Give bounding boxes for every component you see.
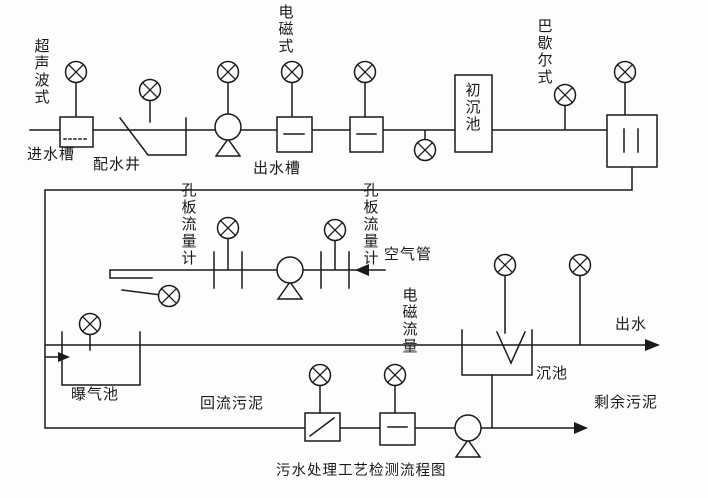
instrument-icon [383, 363, 407, 387]
instrument-icon [308, 363, 332, 387]
label-orifice-flowmeter-right: 孔板流量计 [361, 182, 380, 267]
label-excess-sludge: 剩余污泥 [594, 393, 659, 411]
orifice-plates [213, 251, 350, 289]
em-flowmeter-box [379, 412, 416, 446]
instrument-icon [216, 216, 240, 240]
arrow-effluent [645, 339, 660, 351]
instrument-icon [216, 60, 240, 84]
instrument-icon [493, 253, 517, 277]
aeration-tank-shape [61, 331, 141, 386]
instrument-icon [78, 312, 102, 336]
label-outlet-channel: 出水槽 [253, 159, 302, 177]
arrow-excess-sludge [574, 422, 588, 434]
instrument-icon [157, 284, 181, 308]
pump-icon [214, 113, 242, 157]
inlet-channel-box [59, 116, 94, 148]
label-electromagnetic-flowmeter: 电磁流量 [400, 287, 419, 355]
diagram-caption: 污水处理工艺检测流程图 [276, 463, 447, 479]
label-aeration-tank: 曝气池 [71, 385, 120, 403]
label-effluent: 出水 [615, 315, 648, 333]
instrument-icon [353, 60, 377, 84]
label-electromagnetic-type: 电磁式 [276, 4, 295, 55]
label-return-sludge: 回流污泥 [200, 394, 265, 412]
label-air-pipe: 空气管 [384, 245, 433, 263]
distribution-well-shape [118, 116, 187, 156]
sedimentation-hopper [496, 331, 526, 365]
instrument-icon [138, 78, 162, 102]
instrument-icon [568, 253, 592, 277]
pipe-lines [29, 82, 647, 429]
label-ultrasonic-type: 超声波式 [32, 38, 51, 106]
instrument-icon [64, 60, 88, 84]
box-inner-marks [283, 128, 639, 438]
label-parshall-type: 巴歇尔式 [535, 18, 554, 86]
parshall-flume-box [606, 114, 658, 168]
instrument-icon [613, 60, 637, 84]
sedimentation-tank-shape [461, 329, 533, 376]
label-secondary-sedimentation-tank: 沉池 [536, 364, 569, 382]
label-inlet-channel: 进水槽 [27, 145, 76, 163]
instrument-icon [280, 60, 304, 84]
label-primary-sedimentation-tank: 初沉池 [463, 82, 482, 133]
instrument-icon [413, 138, 437, 162]
label-distribution-well: 配水井 [93, 155, 142, 173]
arrow-inlet [58, 352, 70, 362]
instrument-icon [323, 218, 347, 242]
primary-tank-box [454, 74, 493, 153]
pump-icon [276, 256, 304, 300]
pump-icon [454, 414, 482, 458]
arrow-air-flow [355, 264, 369, 276]
instrument-icon [553, 83, 577, 107]
label-orifice-flowmeter-left: 孔板流量计 [179, 182, 198, 267]
